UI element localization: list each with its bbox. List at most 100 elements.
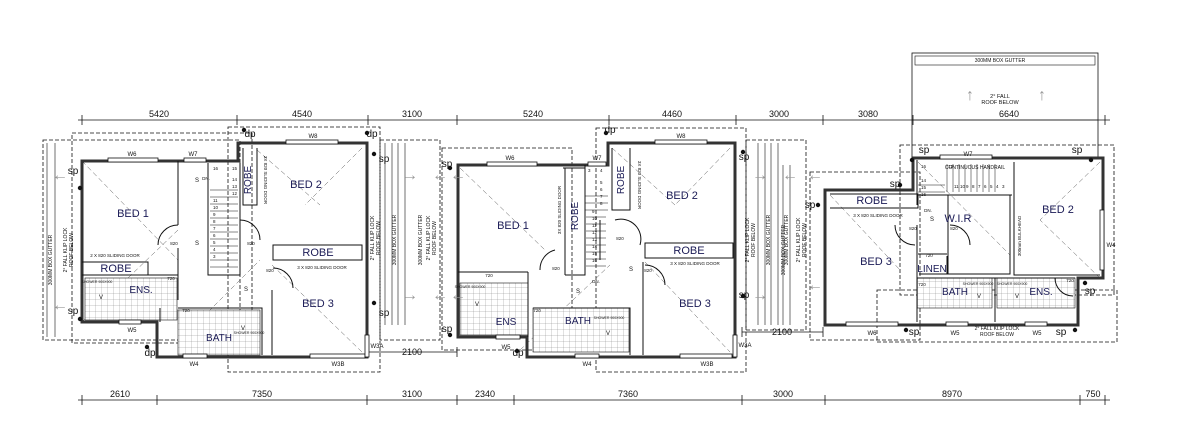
vanity-mark: V bbox=[241, 326, 245, 332]
stair-step-number: 10 bbox=[592, 216, 598, 221]
sliding-door-note: 3 X 820 SLIDING DOOR bbox=[297, 265, 347, 270]
stair-step-number: 8 bbox=[213, 219, 216, 224]
box-gutters bbox=[46, 143, 791, 337]
window-label: W5 bbox=[502, 345, 512, 351]
room-label-robe: ROBE bbox=[302, 247, 333, 259]
spreader-label: sp bbox=[379, 154, 390, 165]
spreader-label: sp bbox=[68, 166, 79, 177]
room-label-robe: ROBE bbox=[616, 166, 627, 195]
room-label-robe: ROBE bbox=[100, 263, 131, 275]
roof-fall-arrow-icon: ← bbox=[52, 167, 68, 184]
roof-note: ROOF BELOW bbox=[751, 223, 757, 257]
stair-step-number: 5 bbox=[213, 240, 216, 245]
stair-step-number: 7 bbox=[978, 184, 981, 189]
stair-step-number: 12 bbox=[948, 164, 954, 169]
dimension-bottom: 3000 bbox=[773, 389, 793, 399]
vanity-mark: V bbox=[1015, 294, 1019, 300]
roof-note: 2° FALL KLIP LOCK bbox=[426, 215, 432, 260]
stair-step-number: 9 bbox=[966, 184, 969, 189]
room-label-robe: ROBE bbox=[243, 166, 254, 195]
stair-step-number: 11 bbox=[592, 223, 597, 228]
downpipe-marker-icon bbox=[241, 127, 247, 133]
downpipe-marker-icon bbox=[909, 157, 915, 163]
room-label-bath: BATH bbox=[206, 333, 232, 344]
smoke-detector: S bbox=[576, 289, 580, 295]
stair-direction: DN. bbox=[924, 208, 932, 213]
roof-note: 2° FALL KLIP LOCK bbox=[370, 215, 376, 260]
stair-step-number: 7 bbox=[600, 194, 603, 199]
downpipe-marker-icon bbox=[447, 165, 453, 171]
spreader-label: sp bbox=[442, 159, 453, 170]
smoke-detector: S bbox=[930, 217, 934, 223]
stair-step-number: 16 bbox=[213, 166, 219, 171]
downpipe-marker-icon bbox=[603, 130, 609, 136]
roof-note: 2° FALL bbox=[990, 94, 1010, 100]
roof-fall-arrow-icon: → bbox=[402, 287, 418, 304]
spreader-label: sp bbox=[739, 152, 750, 163]
dimension-bottom: 2610 bbox=[110, 389, 130, 399]
downpipe-marker-icon bbox=[77, 316, 83, 322]
stair-step-number: 11 bbox=[954, 184, 959, 189]
window-label: W5 bbox=[128, 328, 138, 334]
roof-note: 2° FALL KLIP LOCK bbox=[63, 227, 69, 272]
door-width: 820 bbox=[644, 268, 652, 273]
room-label-bed1: BED 1 bbox=[117, 208, 149, 220]
door-width: 820 bbox=[552, 266, 560, 271]
door-width: 820 bbox=[616, 236, 624, 241]
spreader-label: sp bbox=[909, 327, 920, 338]
window-label: W7 bbox=[189, 152, 199, 158]
dimension-side: 2100 bbox=[772, 327, 792, 337]
downpipe-marker-icon bbox=[514, 348, 520, 354]
window-label: W8 bbox=[309, 134, 319, 140]
gutter-note: 300MM BOX GUTTER bbox=[784, 214, 790, 265]
spreader-label: sp bbox=[890, 179, 901, 190]
gutter-note: 300MM BOX GUTTER bbox=[418, 214, 424, 265]
windows bbox=[107, 139, 1105, 359]
dimension-top: 3100 bbox=[402, 109, 422, 119]
downpipe-marker-icon bbox=[740, 293, 746, 299]
stair-step-number: 10 bbox=[960, 184, 966, 189]
sliding-door-note: 3X 820 SLIDING DOOR bbox=[557, 185, 562, 234]
handrail-note: CONTINUOUS HANDRAIL bbox=[945, 165, 1006, 171]
door-width: 720 bbox=[925, 253, 933, 258]
roof-note: ROOF BELOW bbox=[802, 223, 808, 257]
roof-fall-arrow-icon: ← bbox=[432, 167, 448, 184]
roof-note: ROOF BELOW bbox=[69, 233, 75, 267]
room-label-bed3: BED 3 bbox=[679, 298, 711, 310]
stair-step-number: 11 bbox=[213, 198, 218, 203]
gutter-note: 300MM BOX GUTTER bbox=[392, 214, 398, 265]
shower-note: SHOWER 900X900 bbox=[234, 331, 265, 335]
roof-note: ROOF BELOW bbox=[980, 332, 1014, 338]
downpipe-marker-icon bbox=[447, 332, 453, 338]
stair-step-number: 7 bbox=[213, 226, 216, 231]
roof-note: ROOF BELOW bbox=[981, 100, 1019, 106]
sliding-door-note: 3 X 820 SLIDING DOOR bbox=[670, 261, 720, 266]
door-width: 720 bbox=[485, 273, 493, 278]
dimension-bottom: 2340 bbox=[475, 389, 495, 399]
shower-note: SHOWER 900X900 bbox=[82, 280, 113, 284]
stair-step-number: 15 bbox=[921, 185, 927, 190]
dimension-top: 3080 bbox=[858, 109, 878, 119]
smoke-detector: S bbox=[195, 178, 199, 184]
downpipe-marker-icon bbox=[1088, 157, 1094, 163]
door-width: 820 bbox=[247, 241, 255, 246]
spreader-label: sp bbox=[1056, 327, 1067, 338]
roof-fall-arrow-icon: ← bbox=[432, 287, 448, 304]
room-label-ens: ENS. bbox=[1029, 287, 1052, 298]
stair-step-number: 4 bbox=[600, 168, 603, 173]
room-label-robe: ROBE bbox=[673, 245, 704, 257]
spreader-label: sp bbox=[442, 324, 453, 335]
window-label: W7 bbox=[593, 156, 603, 162]
dimension-bottom: 750 bbox=[1085, 389, 1100, 399]
door-width: 720 bbox=[533, 308, 541, 313]
vanity-mark: V bbox=[977, 294, 981, 300]
stair-direction: DN. bbox=[202, 176, 210, 181]
room-label-robe: ROBE bbox=[856, 195, 887, 207]
stair-step-number: 14 bbox=[592, 244, 598, 249]
window-label: W5 bbox=[951, 331, 961, 337]
room-label-ens: ENS bbox=[496, 317, 517, 328]
roof-note: ROOF BELOW bbox=[376, 221, 382, 255]
roof-fall-arrow-icon: ← bbox=[52, 297, 68, 314]
dimension-top: 3000 bbox=[769, 109, 789, 119]
roof-fall-arrow-icon: ← bbox=[807, 167, 823, 184]
